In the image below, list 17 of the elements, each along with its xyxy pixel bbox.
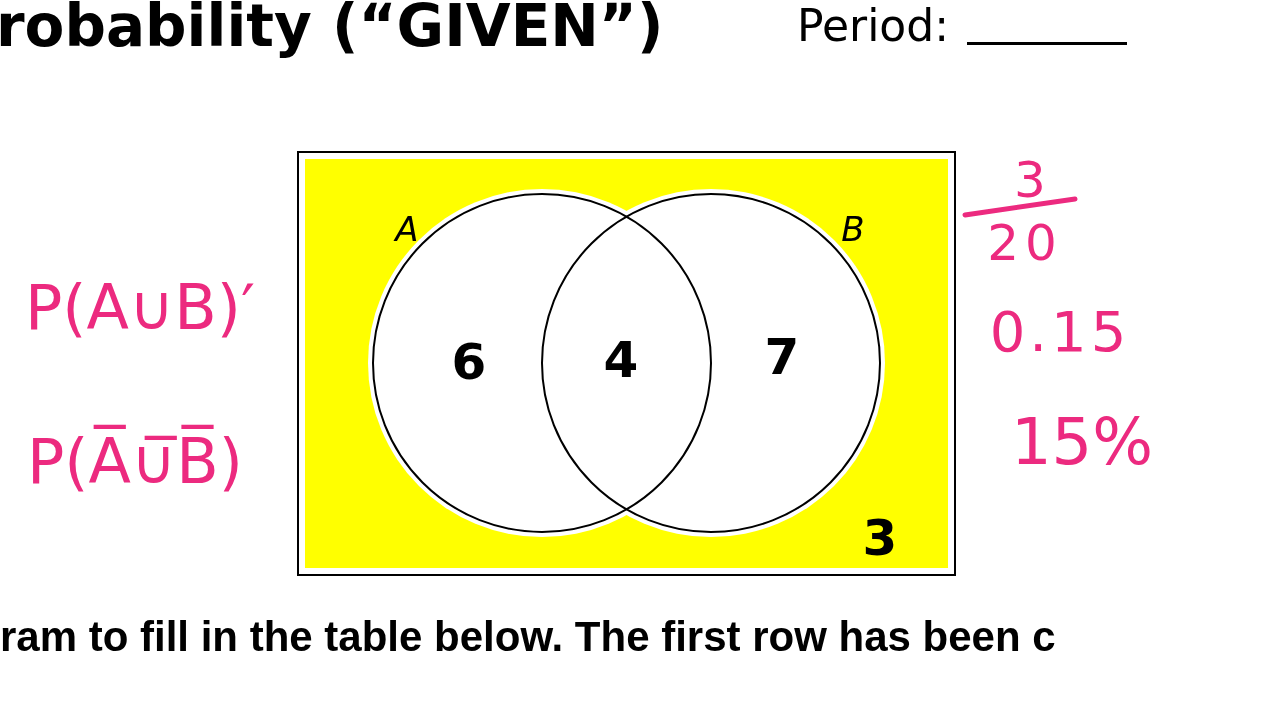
handwritten-number: 15% xyxy=(1010,403,1154,481)
handwritten-number: 3 xyxy=(1014,150,1046,210)
region-count: 3 xyxy=(862,508,898,568)
set-circle xyxy=(372,193,712,533)
handwritten-number: 0.15 xyxy=(989,298,1131,366)
universal-set-rectangle xyxy=(297,151,956,576)
set-label: B xyxy=(841,208,865,250)
instruction-text: ram to fill in the table below. The first row has been c xyxy=(0,612,1056,662)
worksheet-title: robability (“GIVEN”) xyxy=(0,0,664,62)
set-label: A xyxy=(395,208,419,250)
region-count: 6 xyxy=(451,332,487,392)
handwritten-expression: P(A∪B)′ xyxy=(24,270,256,347)
region-count: 7 xyxy=(764,327,800,387)
handwritten-expression: P(A̅∪̅B̅) xyxy=(26,423,244,501)
period-label: Period: xyxy=(797,0,950,53)
handwritten-number: 20 xyxy=(987,213,1063,273)
region-count: 4 xyxy=(603,330,639,390)
